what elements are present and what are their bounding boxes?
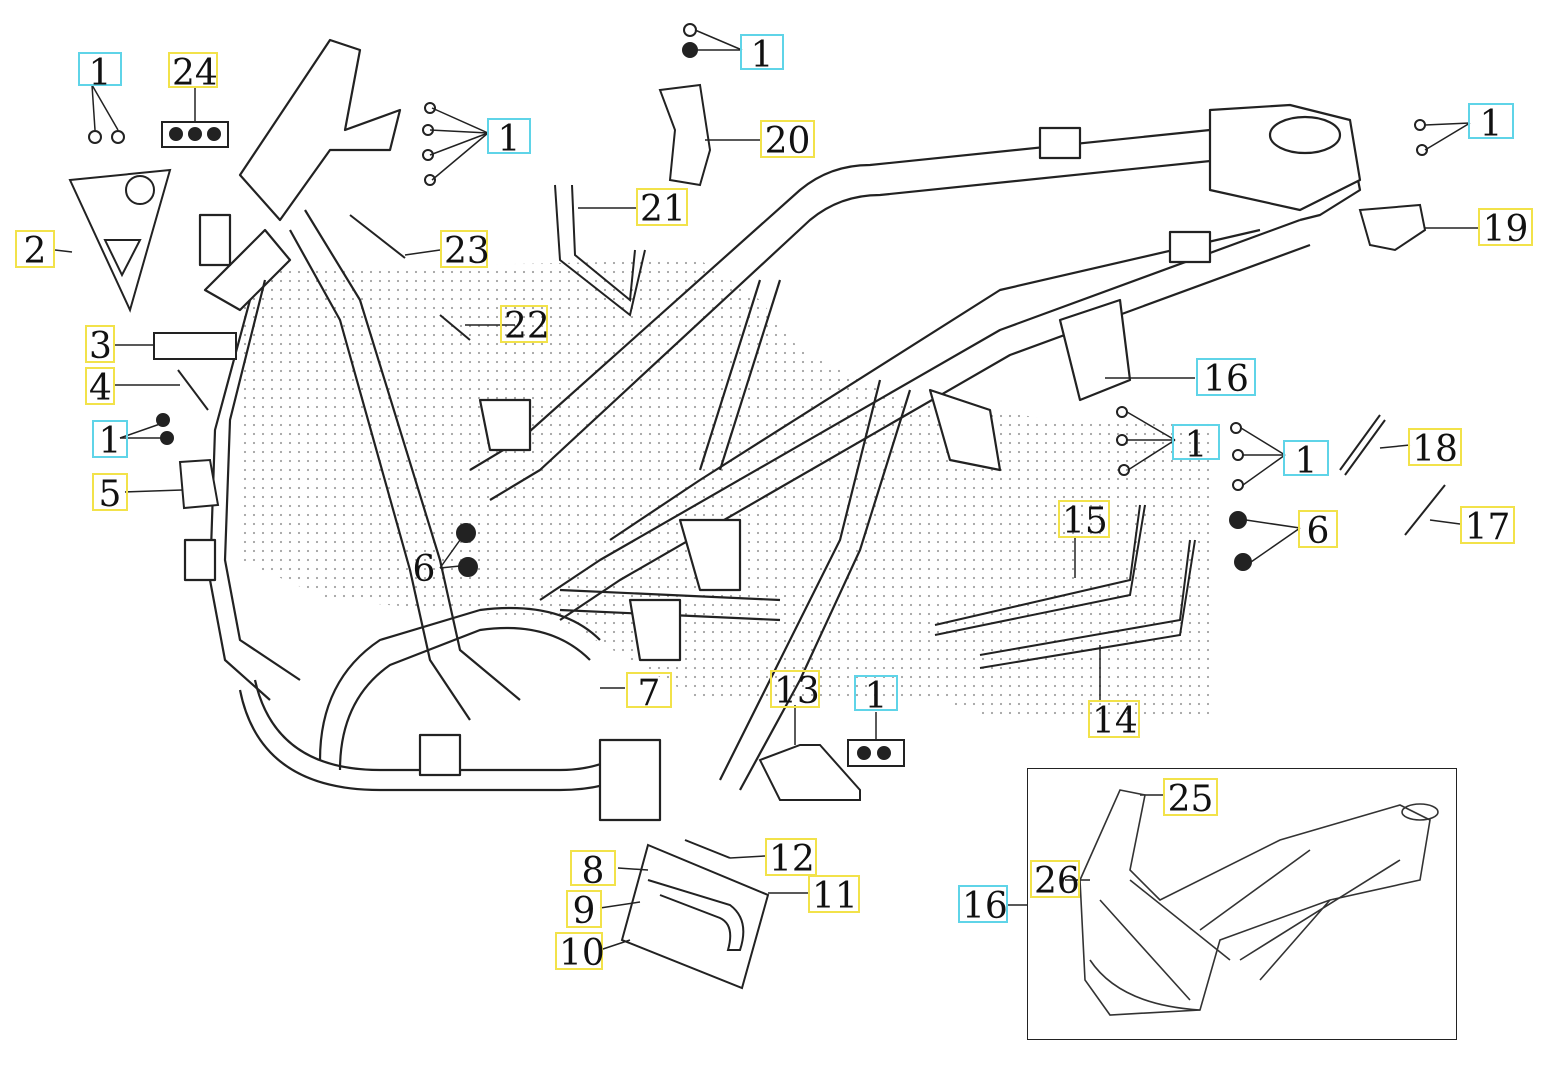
dotted-shading <box>240 260 1210 720</box>
callout-2: 2 <box>15 230 55 272</box>
callout-17: 17 <box>1460 506 1515 548</box>
callout-16: 16 <box>958 885 1008 927</box>
callout-3: 3 <box>85 325 115 367</box>
callout-26: 26 <box>1030 860 1080 902</box>
callout-20: 20 <box>760 120 815 162</box>
callout-8: 8 <box>570 850 616 892</box>
small-parts <box>68 23 1446 990</box>
callout-16: 16 <box>1196 358 1256 400</box>
callout-25: 25 <box>1163 778 1218 820</box>
callout-1: 1 <box>487 118 531 160</box>
callout-9: 9 <box>566 890 602 932</box>
callout-4: 4 <box>85 367 115 409</box>
callout-13: 13 <box>770 670 820 712</box>
callout-1: 1 <box>92 420 128 462</box>
callout-22: 22 <box>500 305 550 347</box>
inset-frame-drawing <box>1079 789 1439 1016</box>
callout-1: 1 <box>1283 440 1329 482</box>
callout-1: 1 <box>78 52 122 94</box>
callout-23: 23 <box>440 230 490 272</box>
callout-1: 1 <box>1468 103 1514 145</box>
callout-21: 21 <box>636 188 688 230</box>
callout-15: 15 <box>1058 500 1110 542</box>
callout-5: 5 <box>92 473 128 515</box>
callout-11: 11 <box>808 875 860 917</box>
callout-1: 1 <box>740 34 784 76</box>
inset-box <box>1027 768 1457 1040</box>
callout-18: 18 <box>1408 428 1462 470</box>
leader-lines <box>54 29 1480 951</box>
callout-7: 7 <box>626 672 672 714</box>
callout-6: 6 <box>412 549 436 590</box>
callout-1: 1 <box>854 675 898 717</box>
main-frame <box>183 38 1362 822</box>
callout-19: 19 <box>1478 208 1533 250</box>
callout-14: 14 <box>1088 700 1140 742</box>
callout-6: 6 <box>1298 510 1338 552</box>
callout-1: 1 <box>1172 424 1220 466</box>
callout-12: 12 <box>765 838 817 880</box>
callout-24: 24 <box>168 52 218 94</box>
callout-10: 10 <box>555 932 605 974</box>
